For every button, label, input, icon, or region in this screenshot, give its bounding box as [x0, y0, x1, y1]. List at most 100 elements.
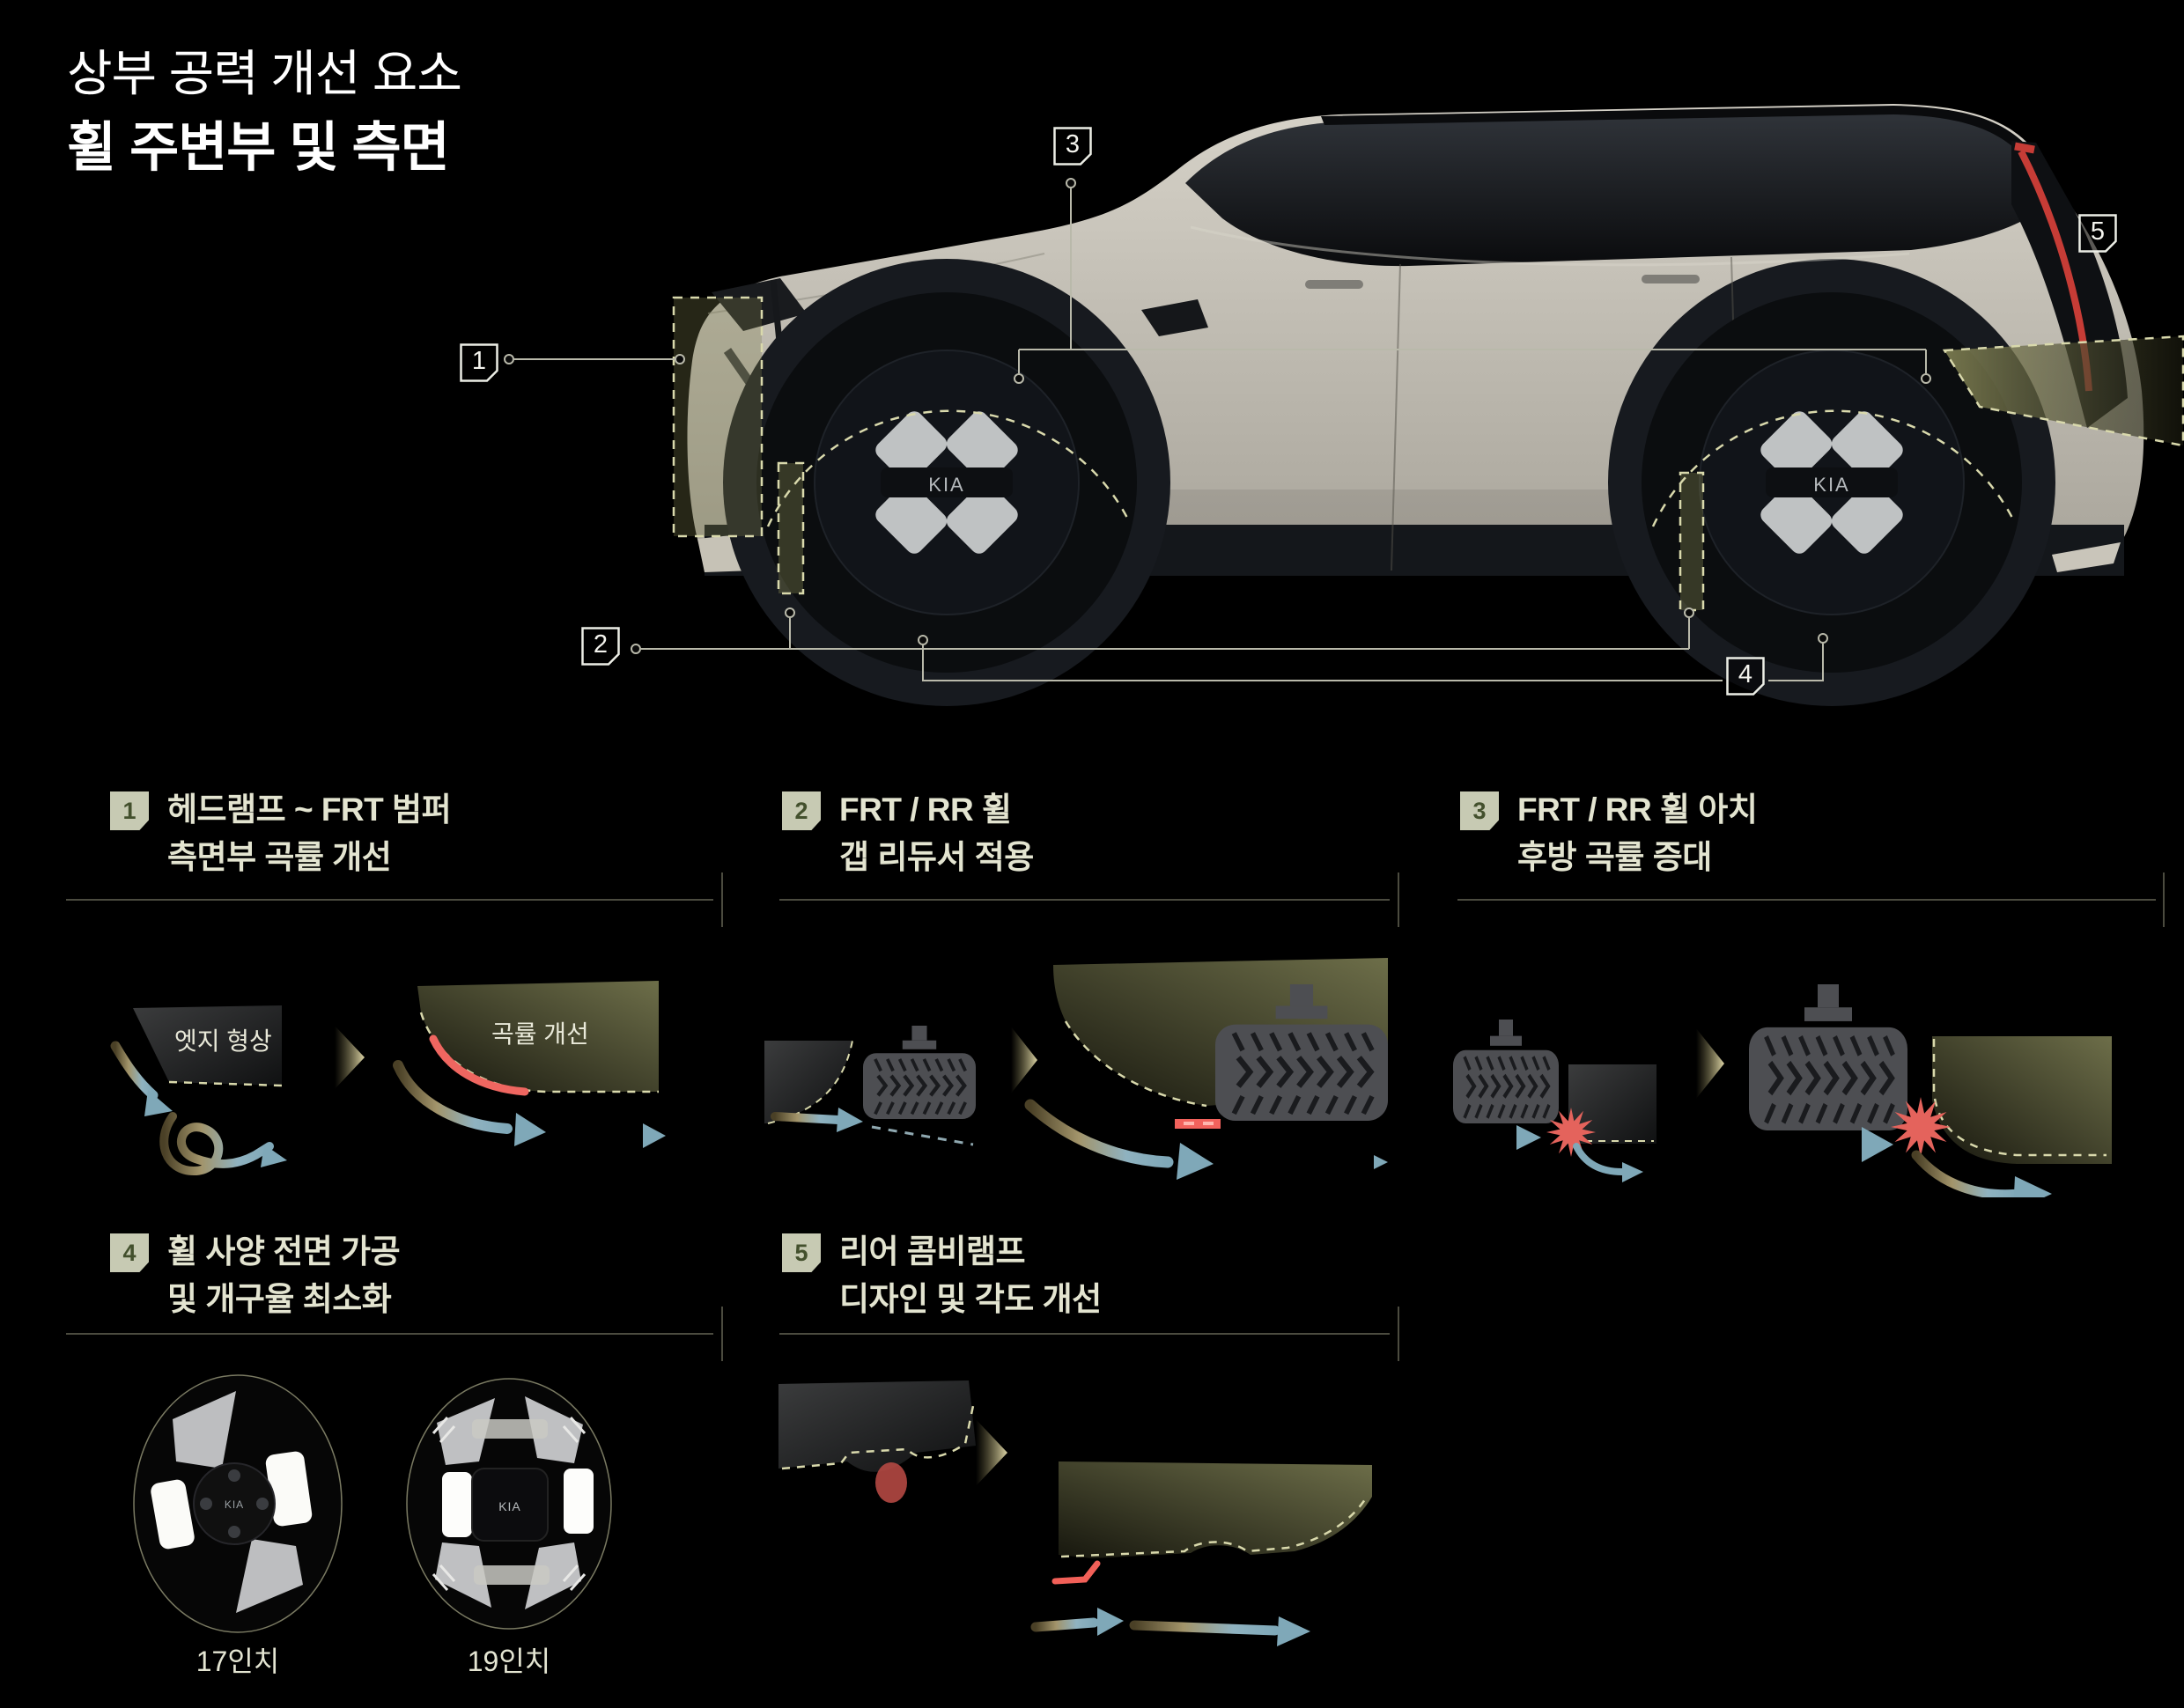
- arch-before-panel: [764, 1041, 852, 1123]
- greenhouse-glass: [1185, 111, 2041, 267]
- front-bumper-highlight-region: [672, 296, 764, 538]
- front-wheel-arch-dashes: [766, 409, 1131, 527]
- section-1-header-line2: 측면부 곡률 개선: [167, 838, 392, 875]
- divider-tick: [2163, 872, 2165, 927]
- section-1-header-line1: 헤드램프 ~ FRT 범퍼: [167, 791, 452, 828]
- front-gap-reducer-region: [777, 461, 805, 595]
- rear-lamp-beam-region: [1942, 335, 2184, 447]
- section-2-header: FRT / RR 휠 갭 리듀서 적용: [839, 786, 1034, 880]
- red-curvature-highlight: [429, 1034, 529, 1096]
- wheel-17-inch: KIA: [133, 1374, 343, 1633]
- section-1-diagram: 엣지 형상 곡률 개선: [110, 981, 666, 1176]
- rear-gap-reducer-region: [1679, 471, 1705, 612]
- section-3-header-line1: FRT / RR 휠 아치: [1517, 791, 1758, 828]
- section-2-header-line2: 갭 리듀서 적용: [839, 838, 1034, 875]
- divider-tick: [1398, 872, 1399, 927]
- divider-tick: [721, 872, 723, 927]
- front-wheel: KIA: [756, 292, 1137, 673]
- divider-tick: [1398, 1307, 1399, 1361]
- callout-number: 5: [2090, 217, 2106, 246]
- callout-number: 2: [593, 629, 609, 659]
- arrow-head: [1862, 1127, 1893, 1162]
- kia-logo: KIA: [1813, 474, 1849, 496]
- divider: [1457, 899, 2156, 901]
- callout-number: 1: [471, 346, 487, 375]
- callout-box-icon: [1053, 127, 1092, 166]
- chevron-right-icon: [335, 1026, 365, 1089]
- lamp-before-panel: [778, 1380, 976, 1472]
- divider-tick: [721, 1307, 723, 1361]
- callout-marker-2: 2: [581, 627, 620, 666]
- wheel-19-inch: KIA: [406, 1378, 612, 1630]
- red-problem-spot: [875, 1462, 907, 1503]
- divider: [66, 1333, 713, 1335]
- rear-wheel: KIA: [1642, 292, 2022, 673]
- section-5-badge: 5: [782, 1233, 821, 1272]
- kia-logo: KIA: [225, 1498, 244, 1511]
- page-title-line2: 휠 주변부 및 측면: [67, 117, 450, 178]
- arrow-head: [261, 1145, 287, 1167]
- section-2-header-line1: FRT / RR 휠: [839, 791, 1012, 828]
- arrow-head: [1097, 1608, 1124, 1636]
- kia-logo: KIA: [498, 1499, 521, 1513]
- car-illustration: KIA KIA: [504, 104, 2184, 706]
- callout-marker-5: 5: [2078, 214, 2117, 253]
- callout-connector-lines: [504, 178, 1931, 681]
- section-3-header: FRT / RR 휠 아치 후방 곡률 증대: [1517, 786, 1758, 880]
- section-2-diagram: [764, 958, 1388, 1180]
- tire-icon: [863, 1026, 976, 1119]
- section-1-header: 헤드램프 ~ FRT 범퍼 측면부 곡률 개선: [167, 786, 452, 880]
- divider: [66, 899, 713, 901]
- section-4-header: 휠 사양 전면 가공 및 개구율 최소화: [167, 1228, 401, 1322]
- section-1-badge: 1: [110, 791, 149, 830]
- page-title-line1: 상부 공력 개선 요소: [67, 46, 462, 101]
- section-4-header-line2: 및 개구율 최소화: [167, 1280, 392, 1317]
- arrow-head: [837, 1108, 863, 1132]
- callout-number: 3: [1065, 129, 1081, 158]
- callout-number: 4: [1738, 659, 1753, 688]
- arrow-head: [643, 1123, 666, 1148]
- arrow-head: [1374, 1155, 1388, 1169]
- lamp-after-panel: [1059, 1461, 1372, 1558]
- callout-marker-1: 1: [460, 343, 498, 382]
- section-3-badge: 3: [1460, 791, 1499, 830]
- arrow-head: [2013, 1176, 2052, 1197]
- page-title: 상부 공력 개선 요소 휠 주변부 및 측면: [67, 46, 462, 179]
- divider: [779, 1333, 1390, 1335]
- callout-box-icon: [460, 343, 498, 382]
- callout-marker-4: 4: [1726, 657, 1765, 696]
- wheel-label-17inch: 17인치: [196, 1645, 280, 1677]
- section-4-wheels: KIA KIA: [133, 1374, 612, 1633]
- arrow-head: [1622, 1162, 1643, 1182]
- black-roof: [1321, 106, 2029, 155]
- callout-box-icon: [2078, 214, 2117, 253]
- section-3-diagram: [1447, 951, 2112, 1197]
- tire-icon: [1453, 1020, 1559, 1123]
- arrow-head: [1277, 1616, 1310, 1646]
- callout-marker-3: 3: [1053, 127, 1092, 166]
- section-5-header-line2: 디자인 및 각도 개선: [839, 1280, 1102, 1317]
- chevron-right-icon: [1011, 1027, 1037, 1093]
- label-curvature-improved: 곡률 개선: [491, 1020, 589, 1048]
- arrow-head: [1516, 1125, 1541, 1150]
- gap-reducer-highlight: [1175, 1119, 1221, 1129]
- side-mirror: [1141, 299, 1208, 336]
- section-5-diagram: [778, 1380, 1372, 1646]
- red-angle-highlight: [1051, 1560, 1101, 1585]
- arch-after-panel: [1932, 1036, 2112, 1164]
- chevron-right-icon: [1696, 1028, 1724, 1099]
- section-4-header-line1: 휠 사양 전면 가공: [167, 1233, 401, 1270]
- label-edge-shape: 엣지 형상: [174, 1027, 272, 1055]
- section-5-header: 리어 콤비램프 디자인 및 각도 개선: [839, 1228, 1102, 1322]
- section-4-badge: 4: [110, 1233, 149, 1272]
- arrow-head: [1177, 1143, 1214, 1180]
- airflow-dashes: [871, 1125, 974, 1146]
- turbulence-swirl: [159, 1112, 274, 1176]
- kia-logo: KIA: [928, 474, 964, 496]
- rear-wheel-arch-dashes: [1651, 409, 2016, 527]
- section-5-header-line1: 리어 콤비램프: [839, 1233, 1026, 1270]
- divider: [779, 899, 1390, 901]
- section-2-badge: 2: [782, 791, 821, 830]
- tire-icon: [1749, 984, 1907, 1130]
